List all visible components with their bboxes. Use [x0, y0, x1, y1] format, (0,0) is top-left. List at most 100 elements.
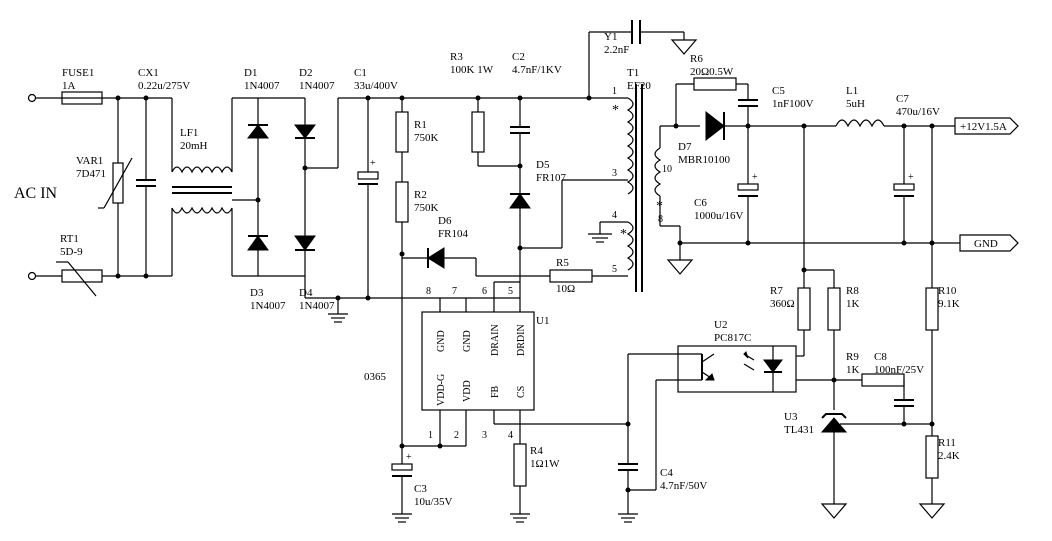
d6-ref: D6	[438, 215, 452, 227]
t1-pin-3: 3	[612, 168, 617, 179]
r3-ref: R3	[450, 51, 463, 63]
r3-value: 100K 1W	[450, 64, 494, 76]
svg-text:*: *	[612, 103, 619, 118]
secondary-rectifier: R6 20Ω0.5W C5 1nF100V D7 MBR10100	[660, 53, 836, 166]
svg-text:*: *	[656, 199, 663, 214]
rt1-value: 5D-9	[60, 246, 83, 258]
var1-ref: VAR1	[76, 155, 103, 167]
d6-value: FR104	[438, 228, 468, 240]
c3-value: 10u/35V	[414, 496, 453, 508]
c1: + C1 33u/400V	[354, 67, 398, 298]
fuse1-ref: FUSE1	[62, 67, 94, 79]
d2-ref: D2	[299, 67, 312, 79]
output-12v-flag: +12V1.5A	[954, 117, 1019, 135]
u3-ref: U3	[784, 411, 798, 423]
c4-value: 4.7nF/50V	[660, 480, 707, 492]
r8-value: 1K	[846, 298, 860, 310]
c6-value: 1000u/16V	[694, 210, 744, 222]
r10-value: 9.1K	[938, 298, 960, 310]
d2-value: 1N4007	[299, 80, 335, 92]
output-gnd-flag: GND	[660, 225, 1019, 275]
y1: Y1 2.2nF	[588, 20, 698, 98]
c3: + C3 10u/35V	[391, 446, 453, 523]
var1: VAR1 7D471	[76, 95, 133, 279]
l1: L1 5uH	[835, 85, 955, 129]
u1-pin-1: 1	[428, 430, 433, 441]
c8-value: 100nF/25V	[874, 364, 924, 376]
bridge-rectifier: D1 1N4007 D2 1N4007 D3 1N4007 D4 1N4007	[232, 67, 339, 312]
r7-ref: R7	[770, 285, 783, 297]
svg-text:+: +	[370, 158, 376, 169]
r6-value: 20Ω0.5W	[690, 66, 734, 78]
c8-ref: C8	[874, 351, 887, 363]
l1-ref: L1	[846, 85, 858, 97]
r9-value: 1K	[846, 364, 860, 376]
u1-pin-drdin-5: DRDIN	[516, 324, 527, 356]
c5-value: 1nF100V	[772, 98, 814, 110]
c4: C4 4.7nF/50V	[618, 421, 707, 523]
r11-value: 2.4K	[938, 450, 960, 462]
r1-value: 750K	[414, 132, 439, 144]
var1-value: 7D471	[76, 168, 106, 180]
u2-ref: U2	[714, 319, 727, 331]
ac-input-terminals: AC IN	[14, 93, 58, 281]
d4-value: 1N4007	[299, 300, 335, 312]
u1-pin-cs-4: CS	[516, 386, 527, 398]
d3-value: 1N4007	[250, 300, 286, 312]
r4-ref: R4	[530, 445, 543, 457]
y1-ref: Y1	[604, 31, 617, 43]
t1-value: EF20	[627, 80, 651, 92]
aux-ground	[588, 221, 628, 243]
t1-pin-1: 1	[612, 86, 617, 97]
c1-ref: C1	[354, 67, 367, 79]
u1-pin-5: 5	[508, 286, 513, 297]
r4-value: 1Ω1W	[530, 458, 560, 470]
u1-pin-3: 3	[482, 430, 487, 441]
u1-pin-drain-6: DRAIN	[490, 324, 501, 356]
r10-r11-divider: R10 9.1K R11 2.4K	[918, 126, 960, 519]
r11-ref: R11	[938, 437, 956, 449]
d1-value: 1N4007	[244, 80, 280, 92]
y1-value: 2.2nF	[604, 44, 629, 56]
u1-pin-vddg-1: VDD-G	[436, 374, 447, 406]
lf1-ref: LF1	[180, 127, 198, 139]
r5-value: 10Ω	[556, 283, 575, 295]
u3-value: TL431	[784, 424, 814, 436]
t1-pin-4: 4	[612, 210, 617, 221]
c3-ref: C3	[414, 483, 427, 495]
r4: R4 1Ω1W	[510, 443, 560, 523]
r5: R5 10Ω	[549, 257, 628, 295]
d1-ref: D1	[244, 67, 257, 79]
fuse1: FUSE1 1A	[36, 67, 103, 105]
u1-value: 0365	[364, 371, 387, 383]
r7-value: 360Ω	[770, 298, 795, 310]
u1-pin-gnd-8: GND	[436, 330, 447, 352]
c1-value: 33u/400V	[354, 80, 398, 92]
l1-value: 5uH	[846, 98, 865, 110]
r7-r8: R7 360Ω R8 1K	[770, 126, 860, 410]
c5-ref: C5	[772, 85, 785, 97]
r10-ref: R10	[938, 285, 957, 297]
ground-symbol-1	[328, 298, 348, 323]
u1-pin-gnd-7: GND	[462, 330, 473, 352]
r6-ref: R6	[690, 53, 703, 65]
svg-text:+: +	[908, 172, 914, 183]
cx1: CX1 0.22u/275V	[136, 67, 190, 279]
output-gnd-label: GND	[974, 238, 998, 250]
u1-ref: U1	[536, 315, 549, 327]
t1-pin-8: 8	[658, 214, 663, 225]
r2-ref: R2	[414, 189, 427, 201]
r1-ref: R1	[414, 119, 427, 131]
d5-ref: D5	[536, 159, 550, 171]
d3-ref: D3	[250, 287, 264, 299]
t1-pin-5: 5	[612, 264, 617, 275]
lf1: LF1 20mH	[171, 98, 233, 276]
ac-in-label: AC IN	[14, 185, 58, 202]
r2-value: 750K	[414, 202, 439, 214]
d7-ref: D7	[678, 141, 692, 153]
u1-pin-fb-3: FB	[490, 385, 501, 398]
u1-pin-6: 6	[482, 286, 487, 297]
c7: + C7 470u/16V	[893, 93, 940, 246]
output-12v-label: +12V1.5A	[960, 121, 1007, 133]
